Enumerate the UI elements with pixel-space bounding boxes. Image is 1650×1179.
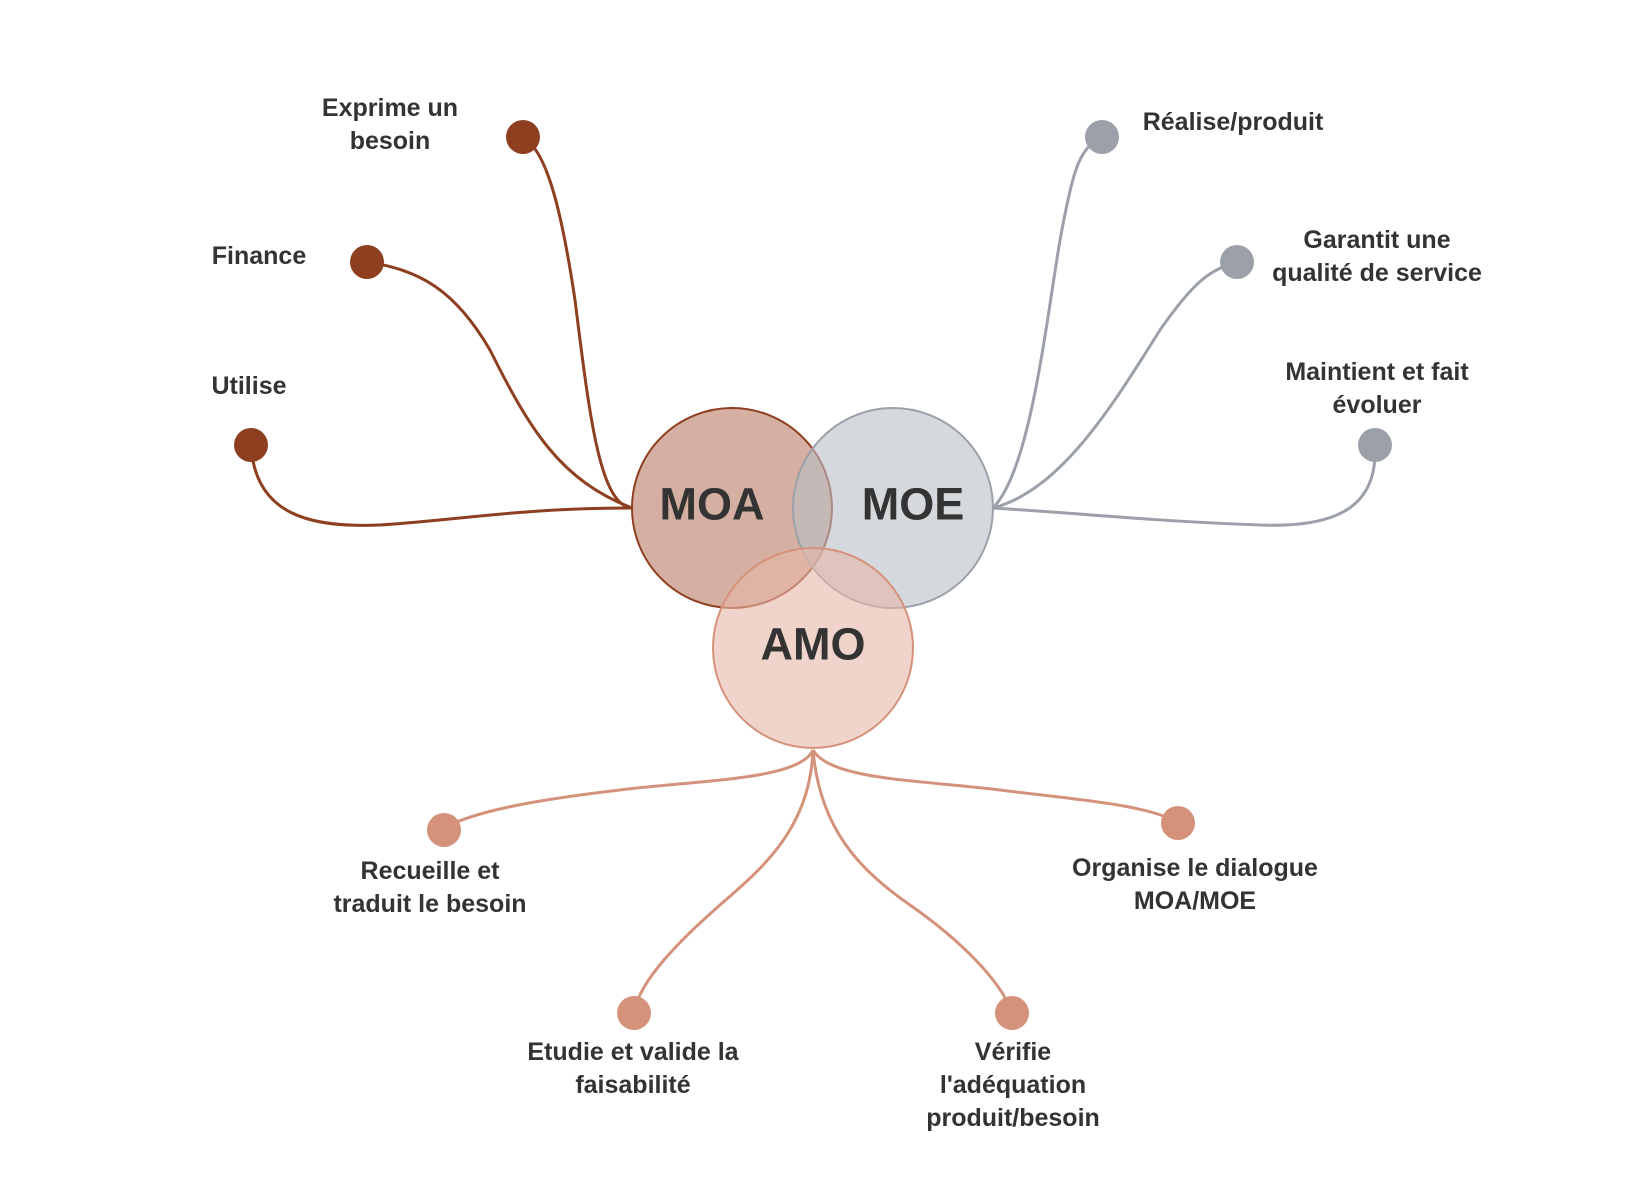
circle-label-moa: MOA (660, 479, 765, 530)
label-line: Utilise (211, 372, 287, 400)
label-moe-maintient: Maintient et fait évoluer (1285, 356, 1468, 422)
connector-moe-realise (991, 135, 1103, 510)
label-line: Finance (211, 242, 307, 270)
dot-moe-maintient (1358, 428, 1392, 462)
label-line: Exprime un (321, 94, 459, 122)
label-line: évoluer (1332, 391, 1422, 419)
dot-moa-utilise (234, 428, 268, 462)
dot-amo-verifie (995, 996, 1029, 1030)
label-moa-utilise: Utilise (211, 370, 286, 403)
label-line: Recueille et (360, 857, 500, 885)
venn-circles: MOA MOE AMO (631, 407, 994, 749)
connector-amo-verifie (811, 749, 1014, 1013)
dot-moe-realise (1085, 120, 1119, 154)
label-line: produit/besoin (926, 1104, 1100, 1132)
connector-lines (249, 135, 1377, 1013)
endpoint-dots (234, 120, 1392, 1030)
label-line: faisabilité (575, 1071, 691, 1099)
dot-amo-organise (1161, 806, 1195, 840)
label-line: Vérifie (974, 1038, 1052, 1066)
connector-moa-utilise (249, 444, 633, 527)
connector-moa-besoin (522, 135, 633, 510)
label-moa-finance: Finance (212, 240, 306, 273)
label-line: traduit le besoin (333, 890, 527, 918)
dot-moa-finance (350, 245, 384, 279)
label-line: Réalise/produit (1142, 108, 1324, 136)
label-amo-etudie: Etudie et valide la faisabilité (527, 1036, 738, 1102)
connector-amo-etudie (632, 749, 815, 1013)
label-line: Maintient et fait (1285, 358, 1469, 386)
dot-amo-recueille (427, 813, 461, 847)
label-amo-verifie: Vérifie l'adéquation produit/besoin (926, 1036, 1100, 1135)
circle-label-amo: AMO (761, 619, 866, 670)
label-line: Garantit une (1303, 226, 1451, 254)
label-line: l'adéquation (939, 1071, 1087, 1099)
connector-amo-recueille (443, 749, 815, 830)
label-line: Organise le dialogue (1072, 854, 1318, 882)
dot-moe-garantit (1220, 245, 1254, 279)
label-line: besoin (349, 127, 431, 155)
connector-amo-organise (811, 749, 1179, 825)
label-moa-besoin: Exprime un besoin (322, 92, 458, 158)
label-line: Etudie et valide la (527, 1038, 739, 1066)
dot-amo-etudie (617, 996, 651, 1030)
connector-moa-finance (366, 260, 633, 510)
label-line: qualité de service (1272, 259, 1482, 287)
label-line: MOA/MOE (1133, 887, 1257, 915)
dot-moa-besoin (506, 120, 540, 154)
label-moe-realise: Réalise/produit (1143, 106, 1324, 139)
circle-amo (712, 547, 914, 749)
connector-moe-garantit (992, 260, 1238, 510)
connector-moe-maintient (992, 444, 1377, 527)
circle-label-moe: MOE (862, 479, 965, 530)
label-amo-organise: Organise le dialogue MOA/MOE (1072, 852, 1318, 918)
label-amo-recueille: Recueille et traduit le besoin (333, 855, 526, 921)
label-moe-garantit: Garantit une qualité de service (1272, 224, 1482, 290)
